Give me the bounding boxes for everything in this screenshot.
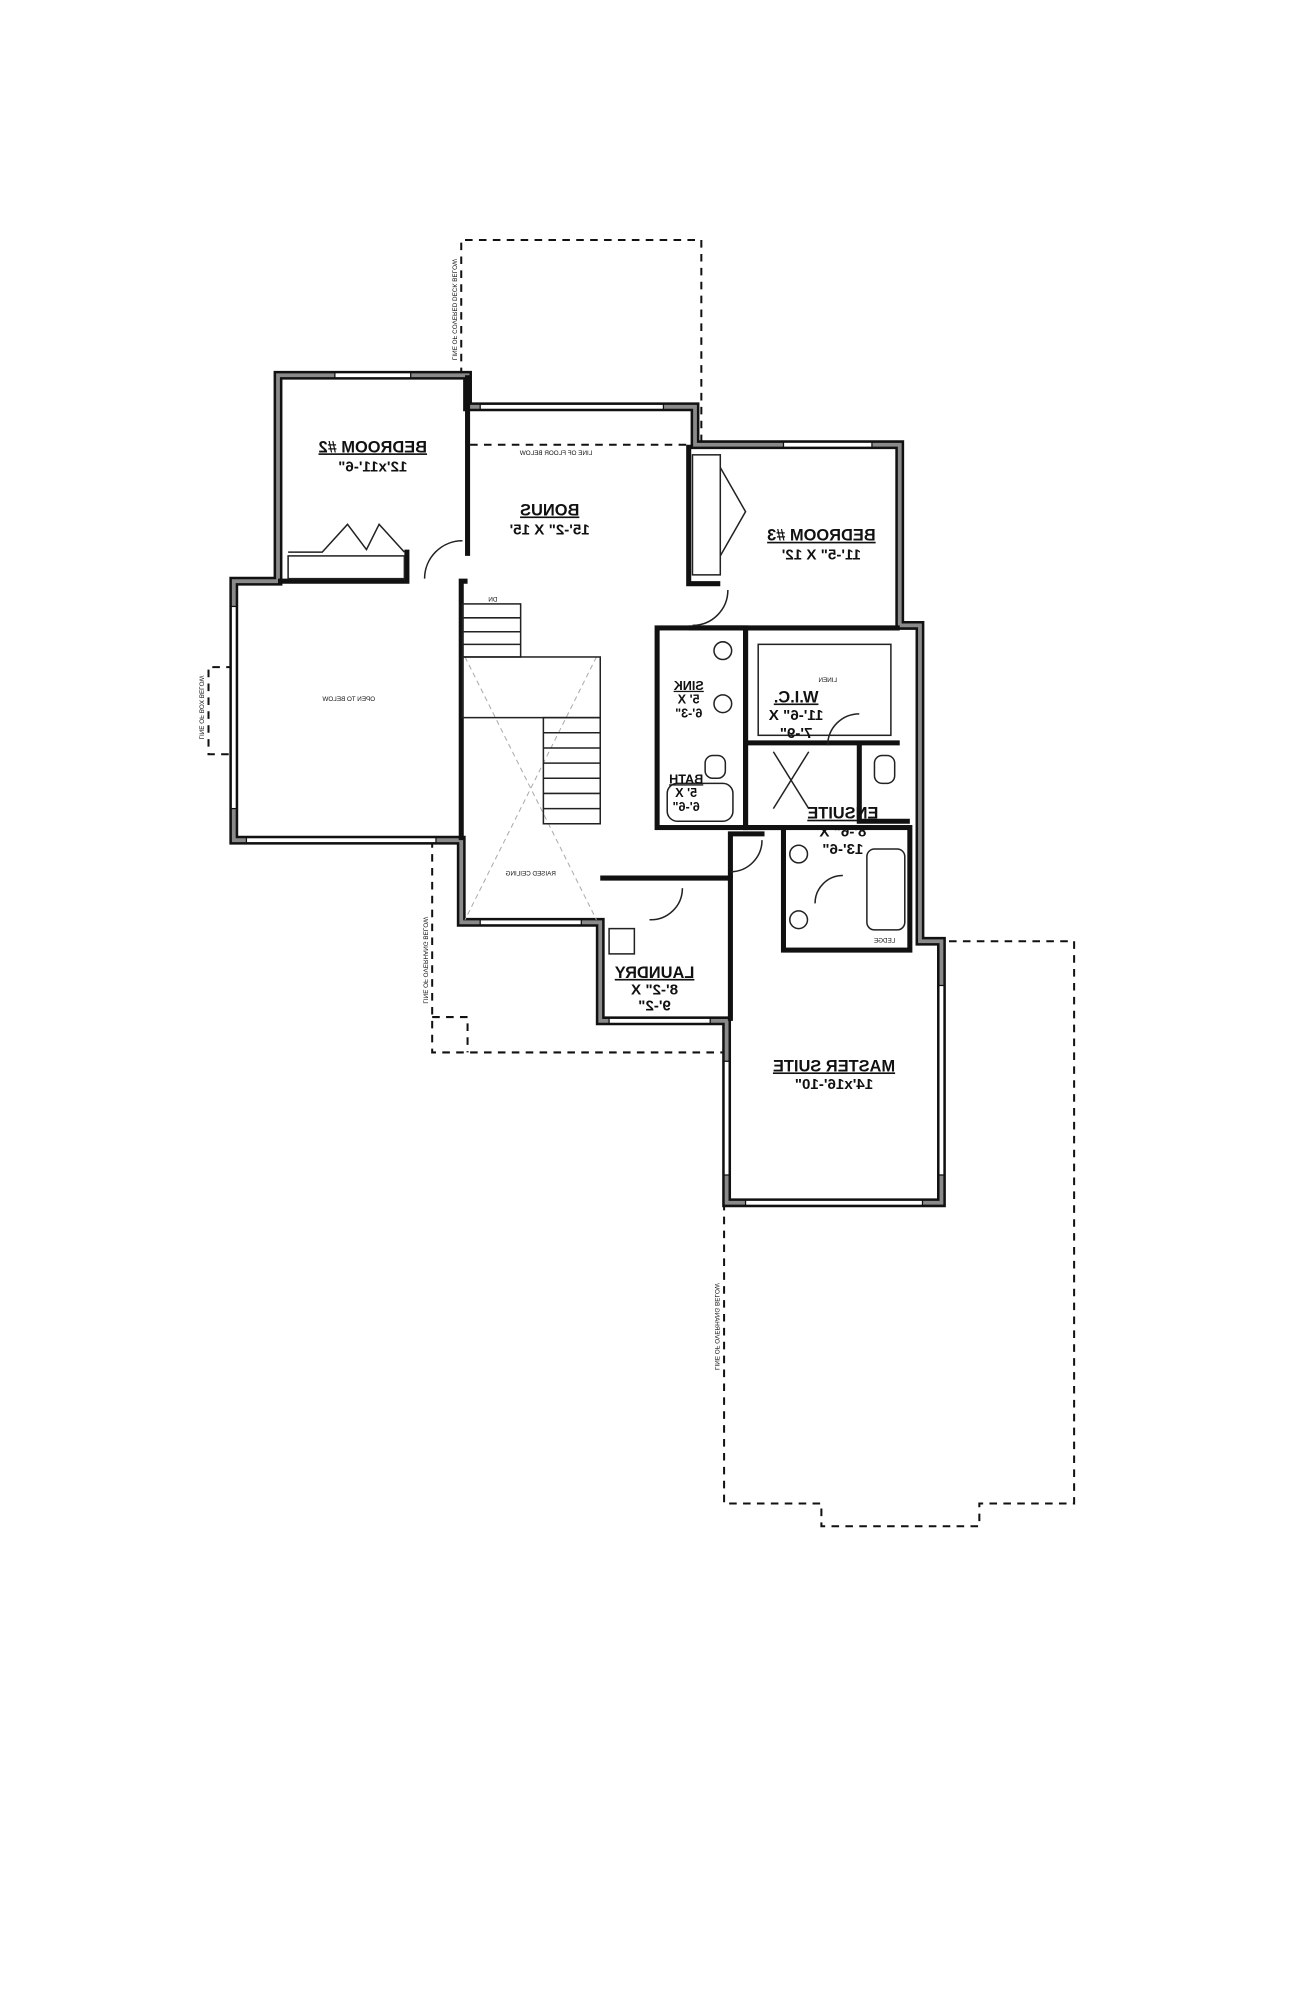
note-deck-below: LINE OF COVERED DECK BELOW	[450, 259, 457, 360]
note-open-to-below: OPEN TO BELOW	[322, 696, 375, 703]
note-linen: LINEN	[818, 677, 837, 684]
room-dims2-sink: 6'-3"	[675, 707, 702, 721]
room-name-bedroom-3: BEDROOM #3	[767, 527, 875, 545]
room-name-master-suite: MASTER SUITE	[773, 1057, 895, 1075]
stairs	[461, 603, 602, 825]
interior-walls	[278, 375, 913, 1021]
room-dims2-laundry: 9'-2"	[638, 998, 671, 1015]
room-dims2-ensuite: 13'-6"	[822, 841, 863, 858]
room-name-wic: W.I.C.	[774, 688, 819, 706]
fixtures	[287, 454, 906, 955]
room-dims-sink: 5' X	[677, 693, 700, 707]
note-ledge: LEDGE	[874, 938, 895, 945]
room-dims-ensuite: 8'-6" X	[819, 823, 866, 840]
room-dims-wic: 11'-6" X	[769, 707, 824, 724]
bump-outline-left	[207, 666, 234, 756]
room-dims2-wic: 7'-9"	[780, 725, 813, 742]
room-dims-bedroom-3: 11'-5" X 12'	[782, 547, 861, 564]
note-raised-ceiling: RAISED CEILING	[505, 871, 555, 878]
note-overhang-left: LINE OF OVERHANG BELOW	[421, 917, 428, 1004]
note-floor-below: LINE OF FLOOR BELOW	[520, 450, 592, 457]
room-dims-master-suite: 14'x16'-10"	[795, 1076, 873, 1093]
note-box-below: LINE OF BOX BELOW	[198, 675, 205, 739]
deck-outline-top	[460, 239, 703, 445]
deck-outline-left	[431, 840, 727, 1054]
room-name-bedroom-2: BEDROOM #2	[319, 438, 427, 456]
doors	[423, 539, 860, 921]
room-dims-bonus: 15'-2" X 15'	[510, 521, 590, 538]
note-overhang-master: LINE OF OVERHANG BELOW	[713, 1283, 720, 1370]
room-name-laundry: LAUNDRY	[615, 964, 695, 982]
room-name-ensuite: ENSUITE	[807, 805, 878, 823]
overhang-outline-master	[723, 940, 1076, 1528]
room-dims-laundry: 8'-2" X	[631, 981, 678, 998]
note-down: DN	[488, 596, 498, 603]
room-dims-bedroom-2: 12'x11'-6"	[338, 458, 407, 475]
room-name-bath: BATH	[669, 772, 703, 786]
windows	[230, 372, 945, 1206]
room-name-bonus: BONUS	[520, 501, 579, 519]
room-dims-bath: 5' X	[675, 786, 698, 800]
room-name-sink: SINK	[674, 679, 704, 693]
room-dims2-bath: 6'-6"	[673, 800, 700, 814]
